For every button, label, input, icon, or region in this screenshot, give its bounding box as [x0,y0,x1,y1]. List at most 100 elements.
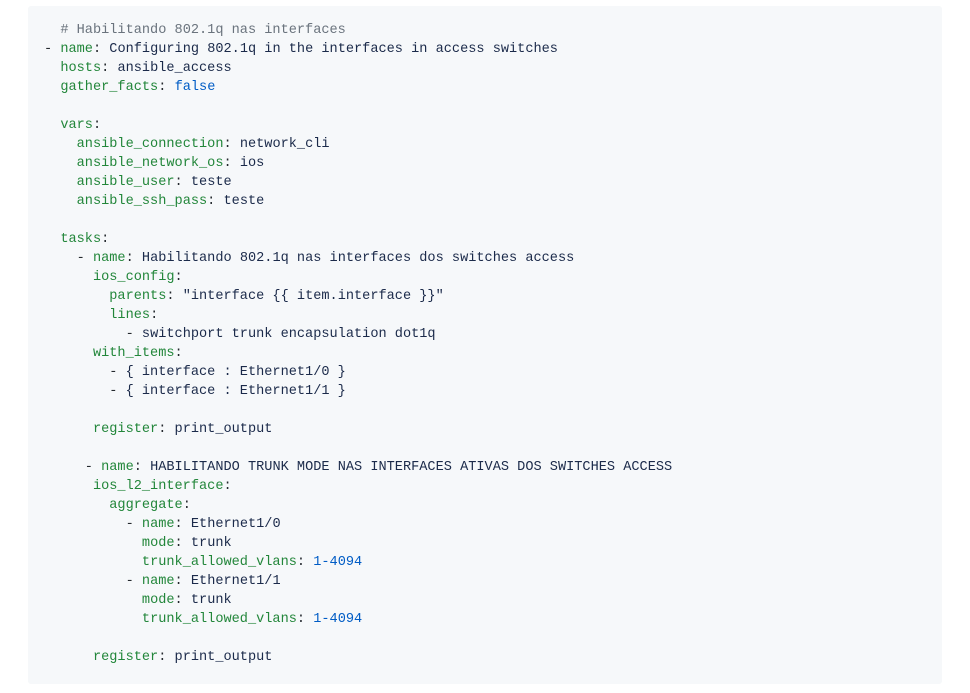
punctuation [44,612,142,627]
yaml-literal: 1-4094 [313,555,363,570]
punctuation: : [92,42,110,57]
yaml-value: trunk [190,536,232,551]
code-line: - name: Ethernet1/0 [44,515,672,534]
code-line: tasks: [44,230,672,249]
yaml-key: aggregate [109,498,183,513]
yaml-key: ios_config [92,270,175,285]
punctuation [44,194,77,209]
punctuation: - [44,384,126,399]
yaml-key: register [92,650,159,665]
punctuation [44,61,60,76]
punctuation: : [174,175,191,190]
yaml-key: with_items [92,346,175,361]
code-block [28,6,942,684]
code-line: gather_facts: false [44,78,672,97]
punctuation [44,308,109,323]
yaml-literal: 1-4094 [313,612,363,627]
yaml-key: trunk_allowed_vlans [141,555,297,570]
yaml-key: register [92,422,159,437]
punctuation [44,118,60,133]
punctuation: : [133,460,151,475]
punctuation [44,232,60,247]
yaml-key: parents [109,289,167,304]
code-line: - name: Habilitando 802.1q nas interface… [44,249,672,268]
code-line: - name: Configuring 802.1q in the interf… [44,40,672,59]
punctuation: - [44,460,102,475]
code-line: ansible_network_os: ios [44,154,672,173]
punctuation: : [174,270,183,285]
yaml-key: vars [60,118,93,133]
code-line: - { interface : Ethernet1/0 } [44,363,672,382]
punctuation [44,23,60,38]
yaml-value: switchport trunk encapsulation dot1q [141,327,436,342]
punctuation [44,346,93,361]
yaml-value: trunk [190,593,232,608]
punctuation: : [174,536,191,551]
punctuation: : [92,118,102,133]
yaml-key: mode [141,536,175,551]
punctuation: : [207,194,224,209]
code-line: aggregate: [44,496,672,515]
code-line: ansible_connection: network_cli [44,135,672,154]
yaml-key: name [92,251,126,266]
code-line: - name: Ethernet1/1 [44,572,672,591]
yaml-value: Ethernet1/0 [190,517,281,532]
punctuation: : [150,308,159,323]
code-line: parents: "interface {{ item.interface }}… [44,287,672,306]
code-line: with_items: [44,344,672,363]
punctuation: : [158,80,175,95]
code-line: - { interface : Ethernet1/1 } [44,382,672,401]
yaml-key: name [141,517,175,532]
yaml-key: name [141,574,175,589]
punctuation: : [223,479,232,494]
yaml-key: gather_facts [60,80,159,95]
code-line: vars: [44,116,672,135]
punctuation [44,422,93,437]
yaml-value: { interface : Ethernet1/1 } [125,384,346,399]
punctuation: : [174,517,191,532]
code-line [44,211,672,230]
yaml-code[interactable]: # Habilitando 802.1q nas interfaces- nam… [44,21,672,667]
punctuation [44,80,60,95]
punctuation [44,536,142,551]
punctuation: : [174,346,183,361]
code-line: register: print_output [44,648,672,667]
yaml-key: lines [109,308,151,323]
code-line: ios_config: [44,268,672,287]
yaml-value: Ethernet1/1 [190,574,281,589]
punctuation: : [223,137,240,152]
code-line: - switchport trunk encapsulation dot1q [44,325,672,344]
punctuation [44,555,142,570]
yaml-key: ios_l2_interface [92,479,224,494]
yaml-value: Configuring 802.1q in the interfaces in … [109,42,558,57]
yaml-value: print_output [174,422,273,437]
yaml-key: name [60,42,93,57]
code-line: lines: [44,306,672,325]
punctuation: - [44,574,142,589]
yaml-value: teste [223,194,265,209]
punctuation [44,270,93,285]
punctuation [44,479,93,494]
punctuation: : [125,251,142,266]
punctuation: - [44,251,93,266]
yaml-value: print_output [174,650,273,665]
yaml-value: teste [190,175,232,190]
yaml-key: hosts [60,61,102,76]
punctuation: : [101,61,118,76]
yaml-value: HABILITANDO TRUNK MODE NAS INTERFACES AT… [150,460,673,475]
code-line: mode: trunk [44,534,672,553]
yaml-literal: false [174,80,216,95]
code-line: trunk_allowed_vlans: 1-4094 [44,553,672,572]
code-line: ansible_user: teste [44,173,672,192]
yaml-key: ansible_network_os [76,156,224,171]
code-line: # Habilitando 802.1q nas interfaces [44,21,672,40]
yaml-key: ansible_connection [76,137,224,152]
punctuation [44,650,93,665]
yaml-key: mode [141,593,175,608]
punctuation: : [223,156,240,171]
punctuation: : [158,650,175,665]
punctuation: : [174,593,191,608]
punctuation: - [44,365,126,380]
code-line [44,97,672,116]
punctuation: - [44,42,61,57]
